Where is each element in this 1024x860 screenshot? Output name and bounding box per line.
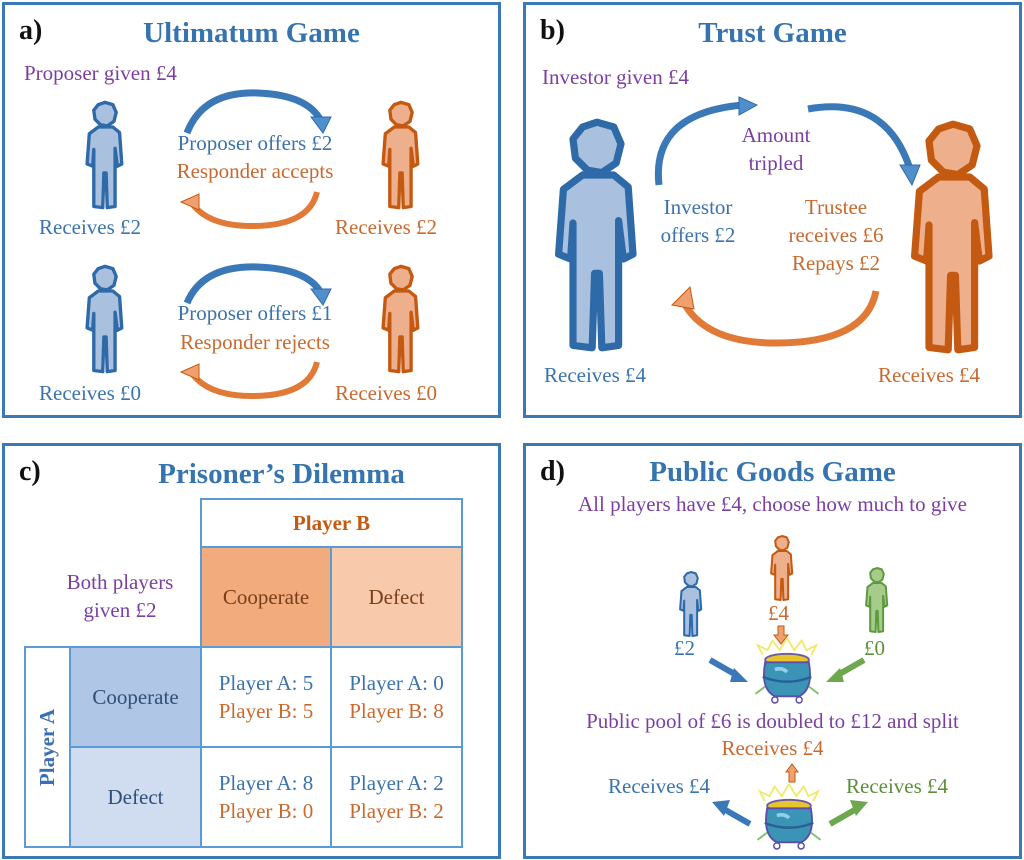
investor-text-line2: offers £2 bbox=[660, 223, 736, 247]
payoff-a: Player A: 5 bbox=[218, 670, 314, 695]
investor-figure-icon bbox=[542, 115, 652, 355]
orange-receives: Receives £4 bbox=[721, 736, 824, 760]
payoff-b: Player B: 8 bbox=[349, 699, 444, 723]
proposer-receives: Receives £0 bbox=[39, 381, 142, 405]
curved-arrow-icon bbox=[183, 89, 332, 135]
person-figure-icon bbox=[769, 534, 794, 602]
blue-contribution: £2 bbox=[674, 636, 695, 660]
trustee-text-line2: receives £6 bbox=[788, 223, 884, 247]
payoff-cell-dc: Player A: 8 Player B: 0 bbox=[200, 746, 332, 848]
trustee-receives: Receives £4 bbox=[878, 363, 981, 387]
panel-title: Ultimatum Game bbox=[143, 17, 360, 49]
player-a-header: Player A bbox=[24, 646, 71, 848]
row-header-cooperate: Cooperate bbox=[69, 646, 202, 748]
panel-letter: d) bbox=[540, 456, 565, 487]
response-text: Responder rejects bbox=[180, 330, 330, 354]
arrow-up-right-icon bbox=[828, 800, 868, 827]
proposer-given-label: Proposer given £4 bbox=[24, 61, 177, 85]
panel-title: Prisoner’s Dilemma bbox=[158, 458, 405, 490]
pot-of-gold-icon bbox=[755, 784, 823, 851]
panel-letter: c) bbox=[19, 456, 41, 487]
arrow-down-right-icon bbox=[708, 657, 748, 682]
given-text-line2: given £2 bbox=[83, 598, 157, 622]
payoff-a: Player A: 8 bbox=[218, 770, 314, 795]
curved-arrow-icon bbox=[654, 96, 759, 186]
investor-given-label: Investor given £4 bbox=[542, 65, 689, 89]
col-header-cooperate: Cooperate bbox=[200, 546, 332, 648]
proposer-receives: Receives £2 bbox=[39, 215, 142, 239]
investor-text-line1: Investor bbox=[663, 195, 733, 219]
panel-title: Public Goods Game bbox=[649, 456, 896, 488]
arrow-up-icon bbox=[785, 763, 799, 783]
offer-text: Proposer offers £1 bbox=[177, 301, 333, 325]
panel-trust-game: b) Trust Game Investor given £4 Amount t… bbox=[523, 2, 1022, 418]
responder-receives: Receives £2 bbox=[335, 215, 438, 239]
person-figure-icon bbox=[373, 263, 429, 375]
panel-public-goods-game: d) Public Goods Game All players have £4… bbox=[523, 443, 1022, 859]
panel-letter: a) bbox=[19, 15, 43, 46]
tripled-text-line1: Amount bbox=[741, 123, 811, 147]
person-figure-icon bbox=[77, 99, 133, 211]
tripled-text-line2: tripled bbox=[748, 151, 804, 175]
orange-contribution: £4 bbox=[768, 601, 789, 625]
curved-arrow-icon bbox=[179, 191, 320, 230]
person-figure-icon bbox=[77, 263, 133, 375]
payoff-b: Player B: 0 bbox=[218, 799, 314, 823]
curved-arrow-icon bbox=[183, 263, 332, 306]
arrow-up-left-icon bbox=[712, 800, 752, 827]
green-receives: Receives £4 bbox=[846, 774, 949, 798]
panel-letter: b) bbox=[540, 15, 565, 46]
offer-text: Proposer offers £2 bbox=[177, 131, 333, 155]
col-header-defect: Defect bbox=[330, 546, 463, 648]
payoff-a: Player A: 0 bbox=[349, 670, 444, 695]
arrow-down-left-icon bbox=[826, 657, 866, 682]
blue-receives: Receives £4 bbox=[608, 774, 711, 798]
row-header-defect: Defect bbox=[69, 746, 202, 848]
curved-arrow-icon bbox=[807, 103, 921, 187]
pool-text: Public pool of £6 is doubled to £12 and … bbox=[586, 709, 959, 733]
curved-arrow-icon bbox=[179, 361, 320, 400]
payoff-cell-cd: Player A: 0 Player B: 8 bbox=[330, 646, 463, 748]
panel-ultimatum-game: a) Ultimatum Game Proposer given £4 Prop… bbox=[2, 2, 501, 418]
player-b-header: Player B bbox=[200, 498, 463, 548]
person-figure-icon bbox=[864, 566, 889, 634]
panel-prisoners-dilemma: c) Prisoner’s Dilemma Both players given… bbox=[2, 443, 501, 859]
person-figure-icon bbox=[373, 99, 429, 211]
panel-title: Trust Game bbox=[698, 17, 847, 49]
response-text: Responder accepts bbox=[176, 159, 334, 183]
payoff-b: Player B: 2 bbox=[349, 799, 444, 823]
responder-receives: Receives £0 bbox=[335, 381, 438, 405]
trustee-text-line1: Trustee bbox=[804, 195, 868, 219]
subtitle: All players have £4, choose how much to … bbox=[578, 492, 967, 516]
person-figure-icon bbox=[678, 570, 703, 638]
trustee-text-line3: Repays £2 bbox=[791, 251, 881, 275]
player-a-label: Player A bbox=[35, 708, 59, 786]
investor-receives: Receives £4 bbox=[544, 363, 647, 387]
arrow-down-icon bbox=[772, 625, 790, 645]
curved-arrow-icon bbox=[670, 285, 880, 347]
payoff-a: Player A: 2 bbox=[349, 770, 444, 795]
payoff-cell-cc: Player A: 5 Player B: 5 bbox=[200, 646, 332, 748]
payoff-cell-dd: Player A: 2 Player B: 2 bbox=[330, 746, 463, 848]
payoff-b: Player B: 5 bbox=[218, 699, 314, 723]
given-text-line1: Both players bbox=[66, 570, 174, 594]
green-contribution: £0 bbox=[864, 636, 885, 660]
pot-of-gold-icon bbox=[753, 638, 821, 705]
